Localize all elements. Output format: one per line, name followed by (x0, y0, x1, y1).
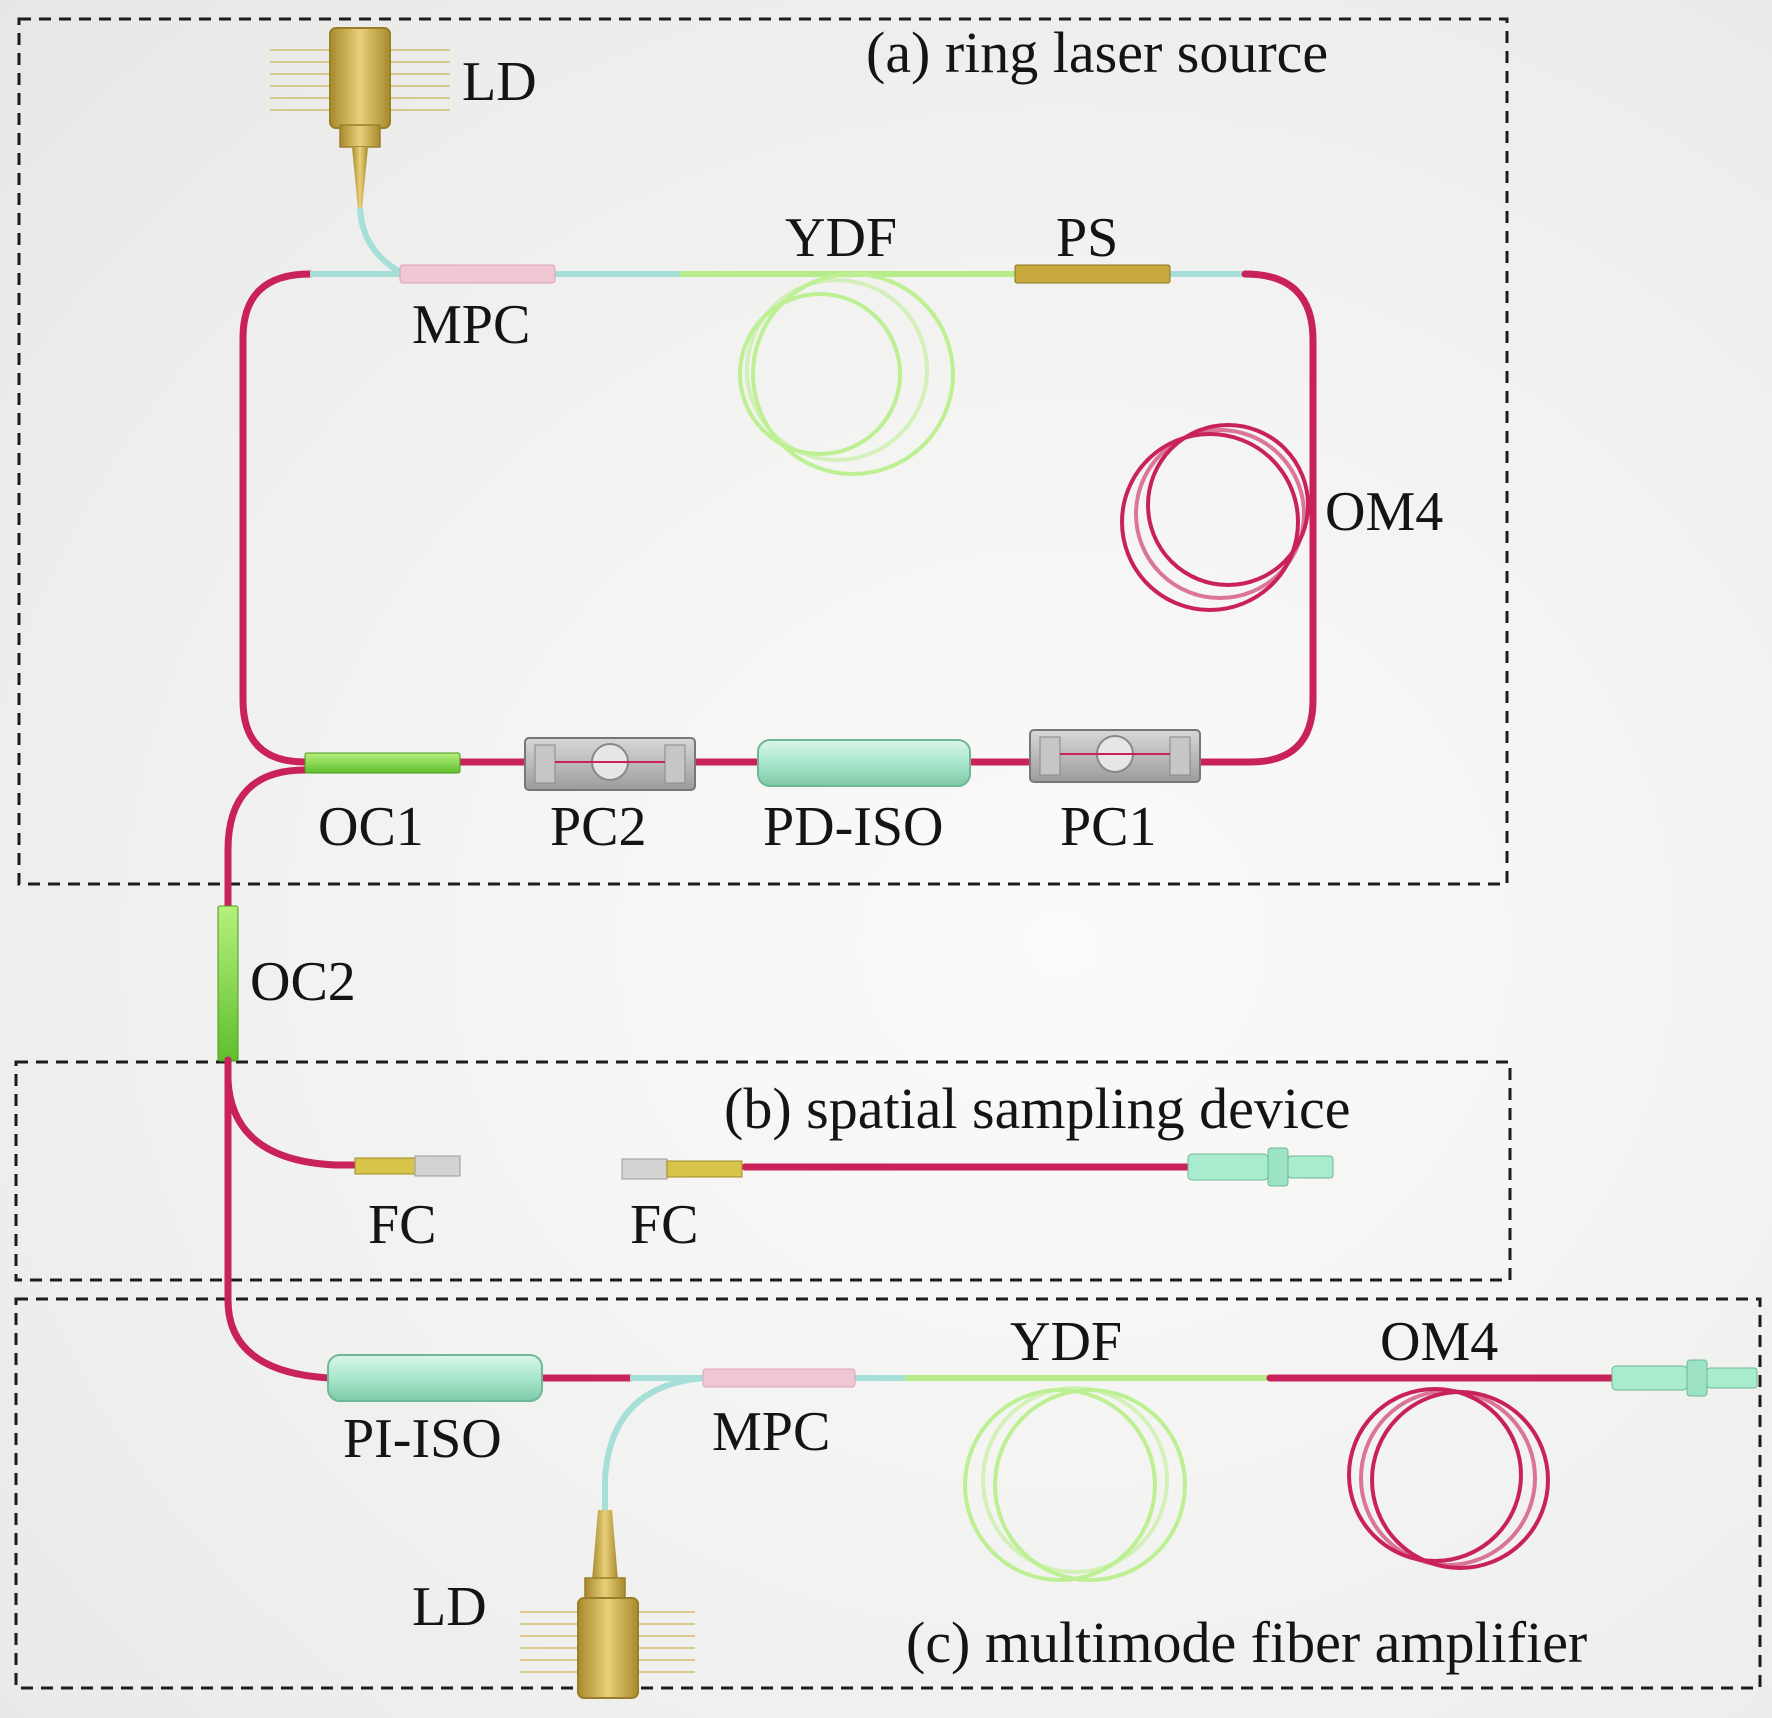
collimator-b (1187, 1147, 1334, 1187)
oc1-component (304, 752, 461, 774)
label-pi-iso: PI-ISO (343, 1408, 502, 1470)
section-c-title: (c) multimode fiber amplifier (906, 1610, 1587, 1675)
ld-top (270, 27, 450, 275)
section-c-box (14, 1297, 1762, 1690)
sampling-fibers (224, 1056, 1194, 1382)
om4-bottom-coil (1347, 1387, 1550, 1570)
ydf-bottom-coil (963, 1386, 1187, 1582)
label-om4-bottom: OM4 (1380, 1311, 1498, 1373)
ps-component (1014, 264, 1171, 284)
ring-fibers (224, 270, 1317, 912)
fc-right-component (621, 1158, 743, 1180)
mpc-top-component (399, 264, 556, 284)
oc2-component (217, 905, 239, 1062)
label-ld-bottom: LD (412, 1576, 487, 1638)
section-a-box (17, 17, 1509, 886)
pc2-component (524, 737, 696, 791)
label-mpc-top: MPC (412, 294, 530, 356)
label-fc-left: FC (368, 1194, 437, 1256)
amp-fibers (536, 1374, 1616, 1510)
label-pc2: PC2 (550, 796, 647, 858)
label-ps: PS (1056, 207, 1118, 269)
pi-iso-component (327, 1354, 543, 1402)
label-ydf-top: YDF (785, 207, 897, 269)
label-pc1: PC1 (1060, 796, 1157, 858)
section-a-title: (a) ring laser source (866, 20, 1328, 85)
mpc-bottom-component (702, 1368, 856, 1388)
collimator-c (1611, 1359, 1758, 1397)
label-ld-top: LD (462, 51, 537, 113)
ydf-top-coil (738, 272, 955, 476)
label-om4-right: OM4 (1325, 481, 1443, 543)
label-oc2: OC2 (250, 951, 356, 1013)
pc1-component (1029, 729, 1201, 783)
label-mpc-bottom: MPC (712, 1401, 830, 1463)
section-b-title: (b) spatial sampling device (724, 1076, 1351, 1141)
section-b-box (14, 1060, 1512, 1282)
fc-left-component (354, 1155, 461, 1177)
ld-bottom (520, 1510, 695, 1699)
label-oc1: OC1 (318, 796, 424, 858)
label-fc-right: FC (630, 1194, 699, 1256)
om4-right-coil (1120, 423, 1310, 612)
label-pd-iso: PD-ISO (763, 796, 943, 858)
pd-iso-component (757, 739, 971, 787)
label-ydf-bottom: YDF (1010, 1311, 1122, 1373)
